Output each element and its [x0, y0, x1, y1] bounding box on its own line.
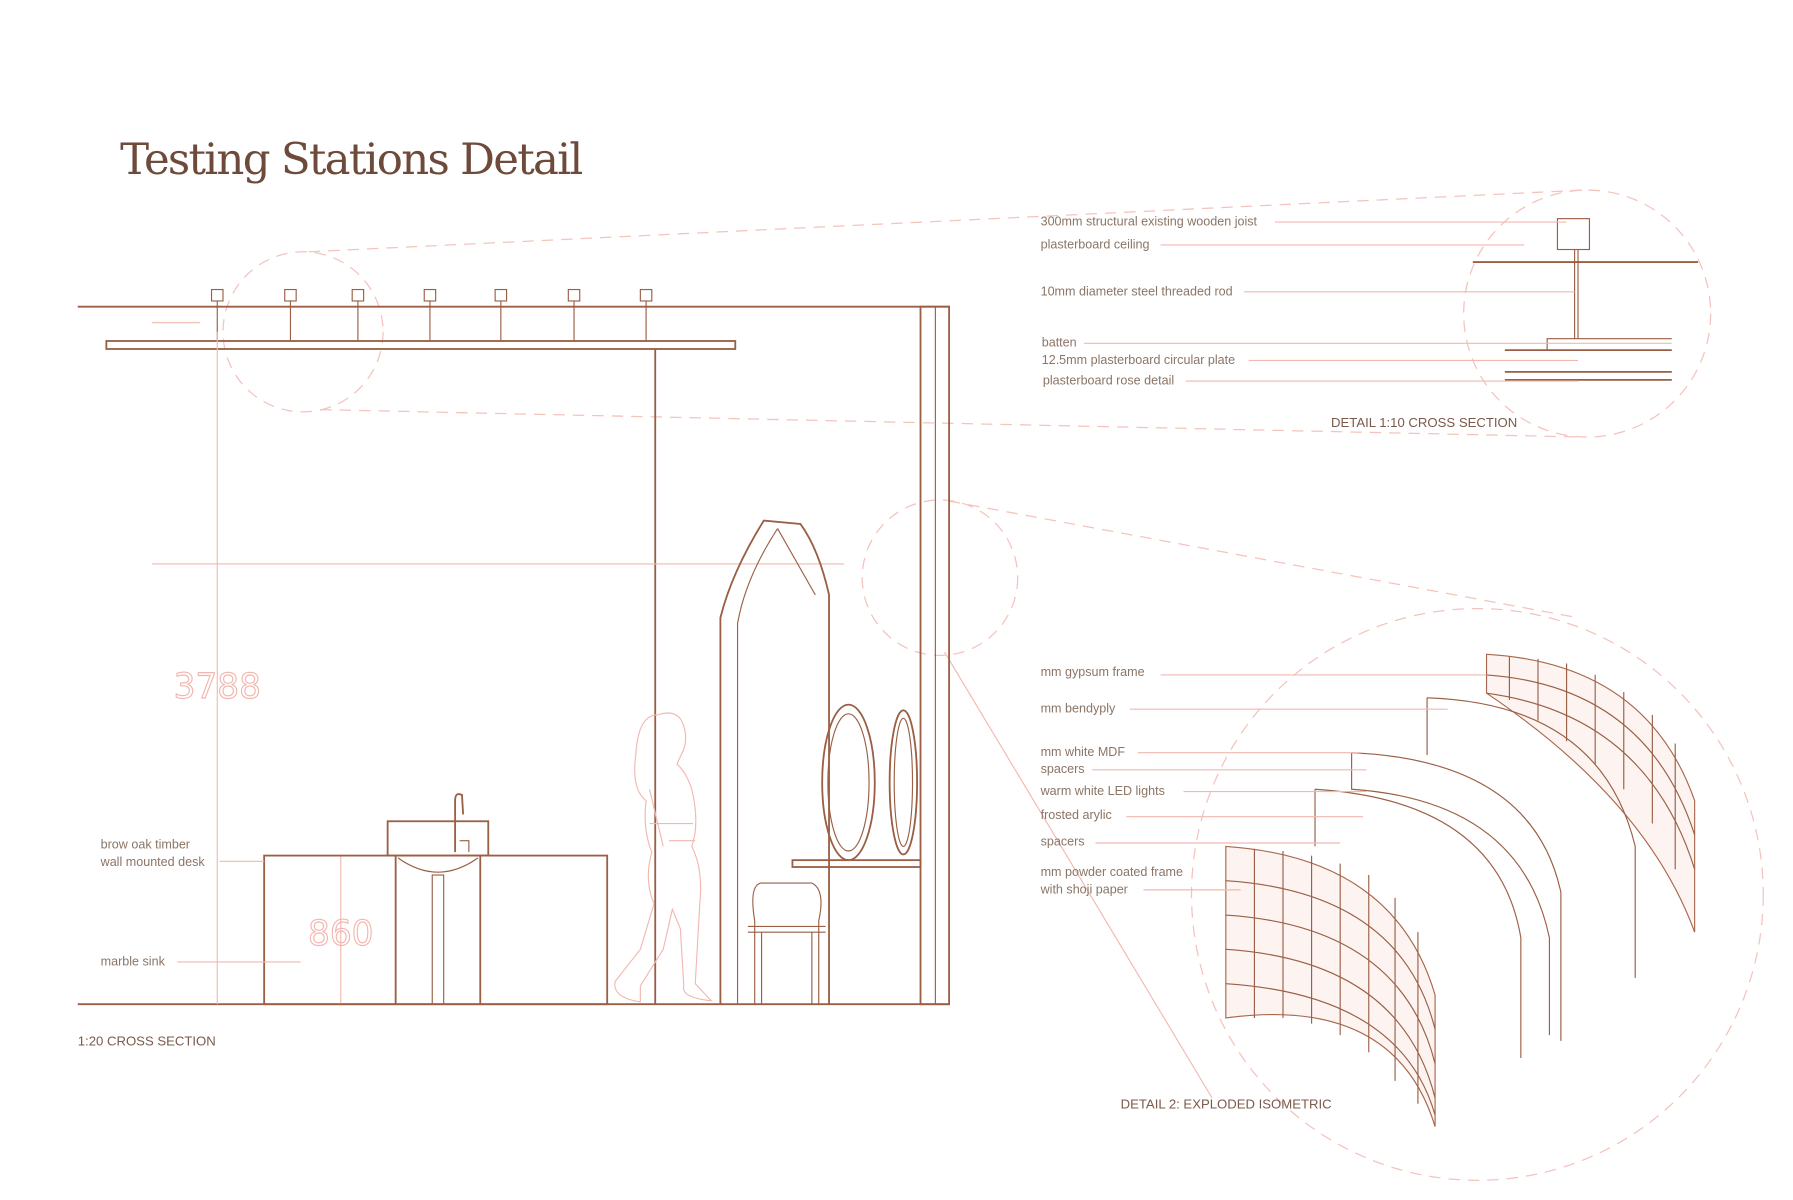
main-labels: brow oak timber wall mounted desk marble… — [100, 838, 301, 968]
label-spacers-2: spacers — [1041, 834, 1085, 848]
label-frosted-acrylic: frosted arylic — [1041, 808, 1112, 822]
label-powder-frame-2: with shoji paper — [1040, 882, 1128, 896]
label-batten: batten — [1042, 336, 1077, 350]
label-joist: 300mm structural existing wooden joist — [1041, 215, 1258, 229]
label-desk-2: wall mounted desk — [100, 855, 206, 869]
label-rod: 10mm diameter steel threaded rod — [1041, 284, 1233, 298]
detail-1-labels: 300mm structural existing wooden joist p… — [1041, 215, 1672, 387]
label-led-lights: warm white LED lights — [1040, 784, 1165, 798]
detail-2-labels: mm gypsum frame mm bendyply mm white MDF… — [1040, 665, 1487, 896]
page-title: Testing Stations Detail — [120, 135, 582, 185]
label-ceiling: plasterboard ceiling — [1041, 237, 1150, 251]
callout-guides — [222, 189, 1764, 1181]
label-bendyply: mm bendyply — [1041, 702, 1116, 716]
caption-main-section: 1:20 CROSS SECTION — [78, 1033, 216, 1048]
label-mdf: mm white MDF — [1041, 745, 1126, 759]
dimension-desk: 860 — [308, 914, 373, 954]
label-desk-1: brow oak timber — [101, 838, 190, 852]
main-cross-section — [77, 288, 951, 1006]
caption-detail-2: DETAIL 2: EXPLODED ISOMETRIC — [1121, 1096, 1332, 1111]
caption-detail-1: DETAIL 1:10 CROSS SECTION — [1331, 415, 1517, 430]
label-spacers-1: spacers — [1041, 762, 1085, 776]
dimension-height: 3788 — [174, 667, 261, 707]
label-marble-sink: marble sink — [101, 954, 166, 968]
label-circular-plate: 12.5mm plasterboard circular plate — [1042, 353, 1235, 367]
label-gypsum-frame: mm gypsum frame — [1041, 665, 1145, 679]
detail-2-drawing — [1225, 653, 1696, 1127]
ceiling-rods — [210, 288, 653, 341]
label-rose-detail: plasterboard rose detail — [1043, 373, 1174, 387]
detail-1-drawing — [1472, 218, 1699, 381]
label-powder-frame-1: mm powder coated frame — [1041, 865, 1183, 879]
